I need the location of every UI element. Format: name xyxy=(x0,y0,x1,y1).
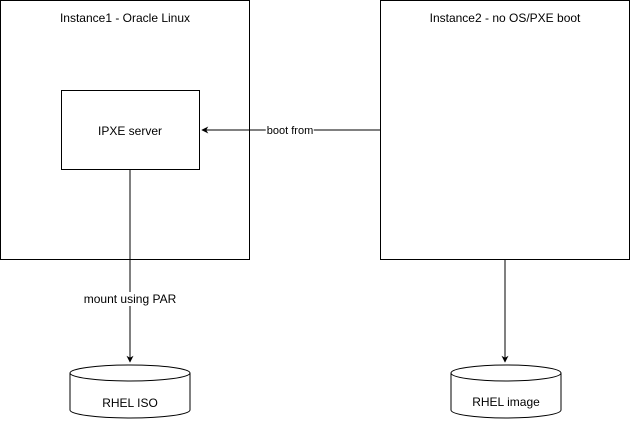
instance2-label: Instance2 - no OS/PXE boot xyxy=(429,11,581,25)
mount-using-par-label: mount using PAR xyxy=(82,292,178,306)
instance1-label: Instance1 - Oracle Linux xyxy=(59,11,191,25)
boot-from-label: boot from xyxy=(265,124,315,138)
rhel-image-label: RHEL image xyxy=(472,395,540,409)
rhel-iso-label: RHEL ISO xyxy=(102,396,158,410)
ipxe-server-box xyxy=(61,90,200,170)
ipxe-server-label: IPXE server xyxy=(97,124,163,138)
instance2-box xyxy=(380,0,630,260)
rhel-image-cylinder xyxy=(450,364,562,419)
rhel-iso-cylinder xyxy=(69,364,191,419)
